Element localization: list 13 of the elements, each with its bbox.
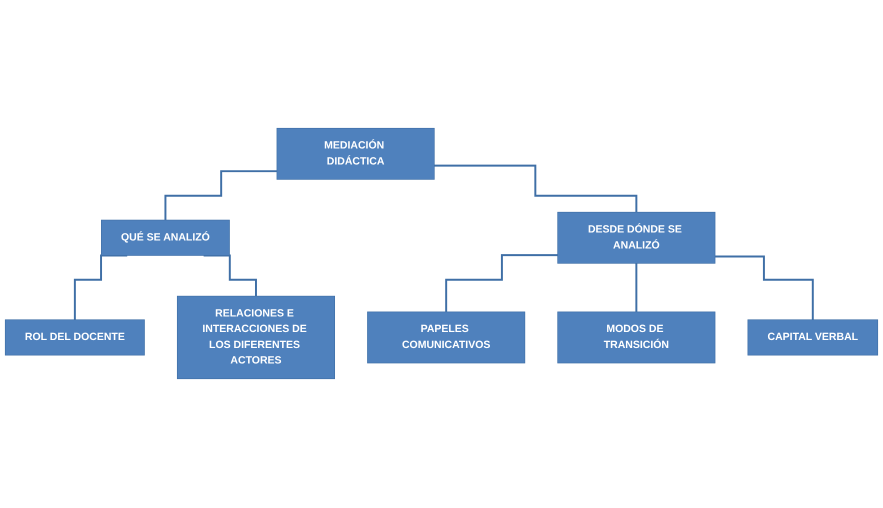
node-box: PAPELES COMUNICATIVOS (367, 312, 526, 364)
node-box: MEDIACIÓN DIDÁCTICA (276, 128, 435, 180)
connector (445, 254, 558, 314)
connector (635, 262, 638, 314)
node-box: RELACIONES E INTERACCIONES DE LOS DIFERENTES ACTORES (176, 296, 335, 380)
node-box: MODOS DE TRANSICIÓN (557, 312, 716, 364)
node-box: CAPITAL VERBAL (748, 320, 878, 356)
node-box: QUÉ SE ANALIZÓ (101, 220, 230, 256)
node-box: ROL DEL DOCENTE (4, 320, 145, 356)
connector (164, 170, 277, 222)
connector (715, 256, 814, 322)
connector (434, 165, 638, 214)
node-box: DESDE DÓNDE SE ANALIZÓ (557, 212, 716, 264)
